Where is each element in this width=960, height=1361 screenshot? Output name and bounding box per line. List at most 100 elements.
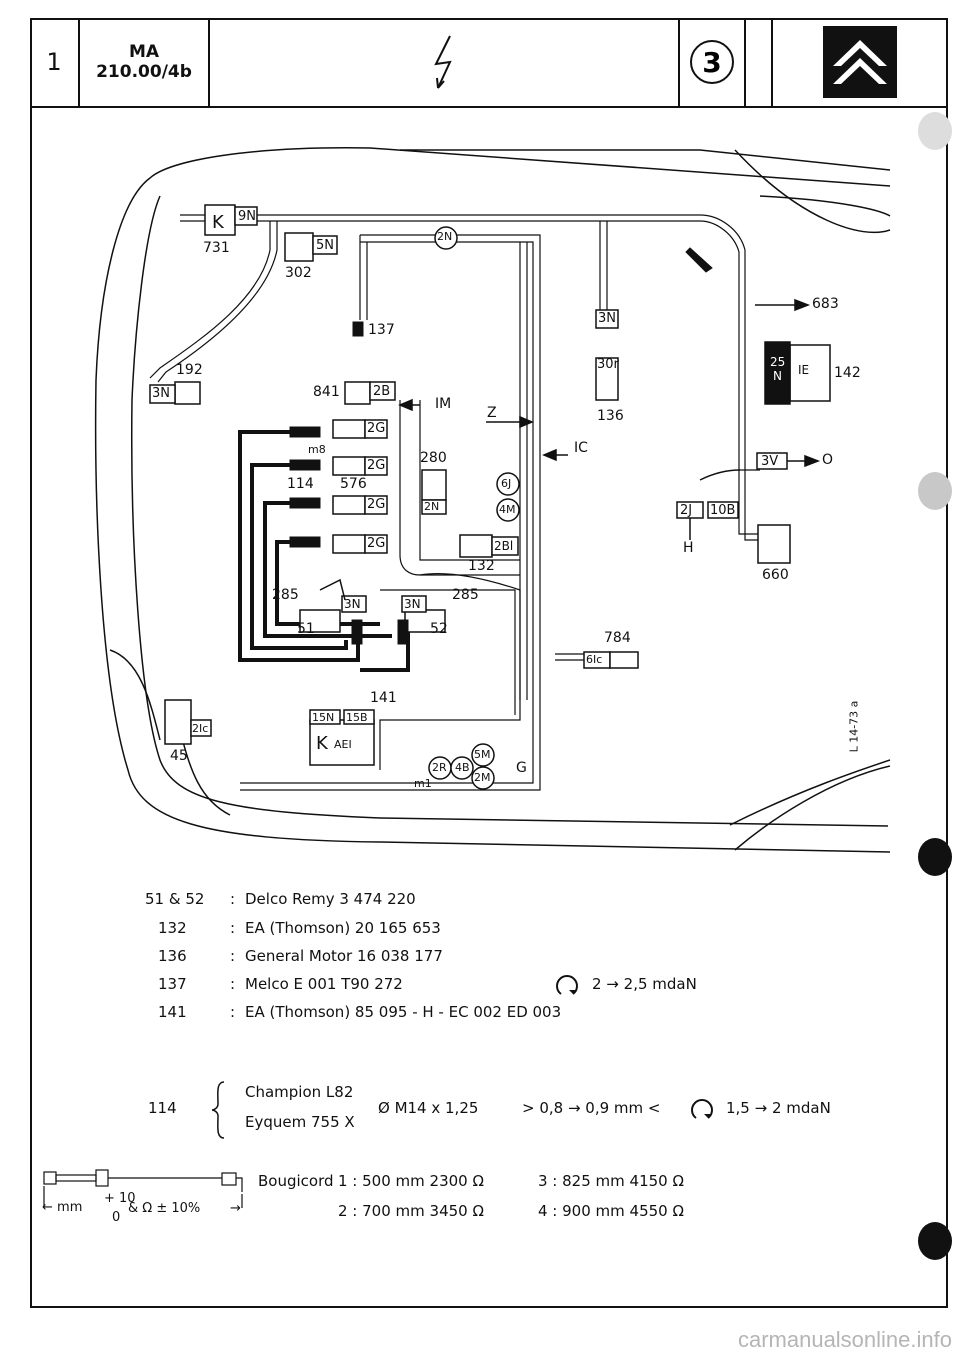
label-9N: 9N [238, 209, 256, 224]
conn-2B-box [369, 381, 396, 401]
component-desc: Delco Remy 3 474 220 [245, 890, 416, 908]
label-H: H [683, 540, 694, 556]
label-2N-mid: 2N [424, 500, 440, 513]
reference-code: MA 210.00/4b [80, 18, 210, 106]
torque-wrench-icon-2 [691, 1099, 713, 1119]
torque-wrench-icon [556, 975, 578, 995]
label-drawing-ref: L 14-73 a [847, 700, 861, 753]
connector-660-box [757, 524, 791, 564]
component-code: 132 [158, 919, 187, 937]
lead-item-3: 3 : 825 mm 4150 Ω [538, 1172, 684, 1190]
citroen-chevron-logo [822, 26, 897, 98]
conn-3N-b-box [401, 595, 427, 613]
component-desc: Melco E 001 T90 272 [245, 975, 403, 993]
component-sep: : [230, 947, 236, 965]
component-code: 51 & 52 [145, 890, 205, 908]
tol-plus: + 10 [104, 1191, 136, 1206]
label-285-right: 285 [452, 587, 479, 603]
component-sep: : [230, 919, 236, 937]
label-6Ic: 6Ic [586, 653, 603, 666]
conn-10B-box [707, 501, 739, 519]
label-K-141: K [316, 733, 328, 754]
header-spacer [746, 18, 773, 106]
label-3N-right: 3N [598, 311, 616, 326]
conn-3N-a-box [341, 595, 367, 613]
label-141: 141 [370, 690, 397, 706]
conn-3N-left-box [149, 384, 176, 404]
electric-section [210, 18, 680, 106]
label-3V: 3V [761, 454, 779, 469]
component-sep: : [230, 890, 236, 908]
section-badge-number: 3 [702, 46, 721, 79]
binder-hole [918, 1222, 952, 1260]
label-IM: IM [435, 396, 452, 412]
spark-plug-code: 114 [148, 1099, 177, 1117]
label-784: 784 [604, 630, 631, 646]
component-desc: General Motor 16 038 177 [245, 947, 443, 965]
section-badge-circle-icon: 3 [690, 40, 734, 84]
ht-lead-icon [43, 1169, 243, 1208]
label-285-left: 285 [272, 587, 299, 603]
label-m8: m8 [308, 443, 326, 456]
switch-192-box [174, 381, 201, 405]
label-Z: Z [487, 405, 497, 421]
label-136: 136 [597, 408, 624, 424]
spark-plug-torque: 1,5 → 2 mdaN [726, 1099, 831, 1117]
header-bar: 1 MA 210.00/4b 3 [30, 18, 948, 108]
section-badge: 3 [680, 18, 746, 106]
conn-25N-box [764, 341, 791, 405]
component-code: 136 [158, 947, 187, 965]
wiring-diagram [94, 147, 891, 853]
label-10B: 10B [710, 503, 736, 518]
lightning-icon [434, 35, 452, 89]
sensor-841-box [344, 381, 371, 405]
label-2N-top: 2N [437, 230, 453, 243]
lead-item-2: 2 : 700 mm 3450 Ω [338, 1202, 484, 1220]
label-25: 25 [770, 355, 786, 369]
sensor-136-box [595, 357, 619, 401]
component-desc: EA (Thomson) 20 165 653 [245, 919, 441, 937]
label-2J: 2J [680, 503, 693, 518]
resistor-280-box [421, 469, 447, 501]
component-sep: : [230, 1003, 236, 1021]
binder-hole [918, 112, 952, 150]
brace-icon [211, 1081, 225, 1139]
label-45: 45 [170, 748, 188, 764]
conn-15N-box [309, 709, 341, 725]
component-code: 141 [158, 1003, 187, 1021]
label-137: 137 [368, 322, 395, 338]
spark-plug-brand-2: Eyquem 755 X [245, 1113, 355, 1131]
label-731: 731 [203, 240, 230, 256]
label-K-731: K [212, 212, 224, 233]
conn-2Ic-box [190, 719, 212, 737]
module-142-box [789, 344, 831, 402]
label-2Bl: 2Bl [494, 539, 514, 553]
car-body-inner [131, 195, 889, 827]
torque-137: 2 → 2,5 mdaN [592, 975, 697, 993]
ecu-141-box [309, 719, 375, 766]
label-114: 114 [287, 476, 314, 492]
label-2R: 2R [432, 761, 447, 774]
label-3N-left: 3N [152, 386, 170, 401]
page-frame [30, 18, 948, 1308]
label-2G-4: 2G [367, 536, 386, 551]
car-body-outline [94, 147, 891, 853]
label-2B: 2B [373, 384, 391, 399]
conn-2N-mid-box [421, 499, 447, 515]
watermark: carmanualsonline.info [737, 1327, 952, 1352]
lead-item-1: 1 : 500 mm 2300 Ω [338, 1172, 484, 1190]
conn-9N-box [234, 206, 258, 226]
tol-arrow: → [230, 1201, 241, 1216]
label-O: O [822, 452, 834, 468]
component-code: 137 [158, 975, 187, 993]
label-2Ic: 2Ic [192, 722, 209, 735]
conn-2Bl-box [491, 536, 519, 556]
tol-mm: mm [57, 1200, 83, 1215]
resistor-784-box [609, 651, 639, 669]
conn-15B-box [343, 709, 375, 725]
module-132-box [459, 534, 493, 558]
label-51: 51 [297, 621, 315, 637]
binder-hole [918, 472, 952, 510]
label-302: 302 [285, 265, 312, 281]
spark-plug-thread: Ø M14 x 1,25 [378, 1099, 479, 1117]
